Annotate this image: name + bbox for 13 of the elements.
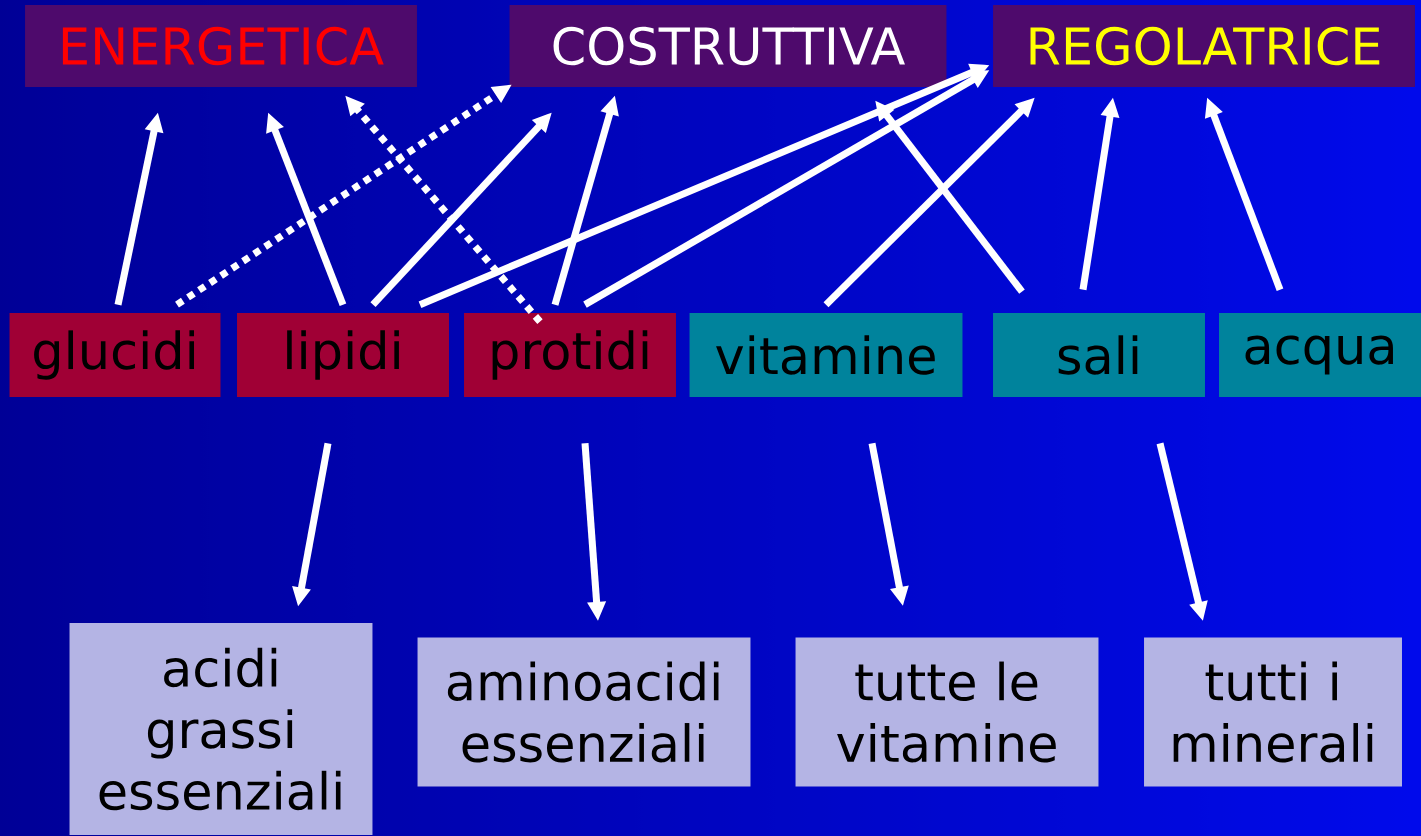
- essential-box: tutti i minerali: [1144, 637, 1402, 787]
- essential-box: tutte le vitamine: [795, 637, 1099, 787]
- nutrient-box: glucidi: [9, 313, 221, 397]
- nutrient-box: vitamine: [689, 313, 963, 397]
- category-box: REGOLATRICE: [993, 5, 1415, 87]
- essential-box: aminoacidi essenziali: [417, 637, 751, 787]
- essential-box: acidi grassi essenziali: [69, 623, 373, 835]
- nutrient-box: lipidi: [237, 313, 449, 397]
- nutrient-box: sali: [993, 313, 1205, 397]
- category-box: COSTRUTTIVA: [509, 5, 947, 87]
- nutrient-box: acqua: [1219, 313, 1421, 397]
- nutrient-box: protidi: [464, 313, 676, 397]
- category-box: ENERGETICA: [25, 5, 417, 87]
